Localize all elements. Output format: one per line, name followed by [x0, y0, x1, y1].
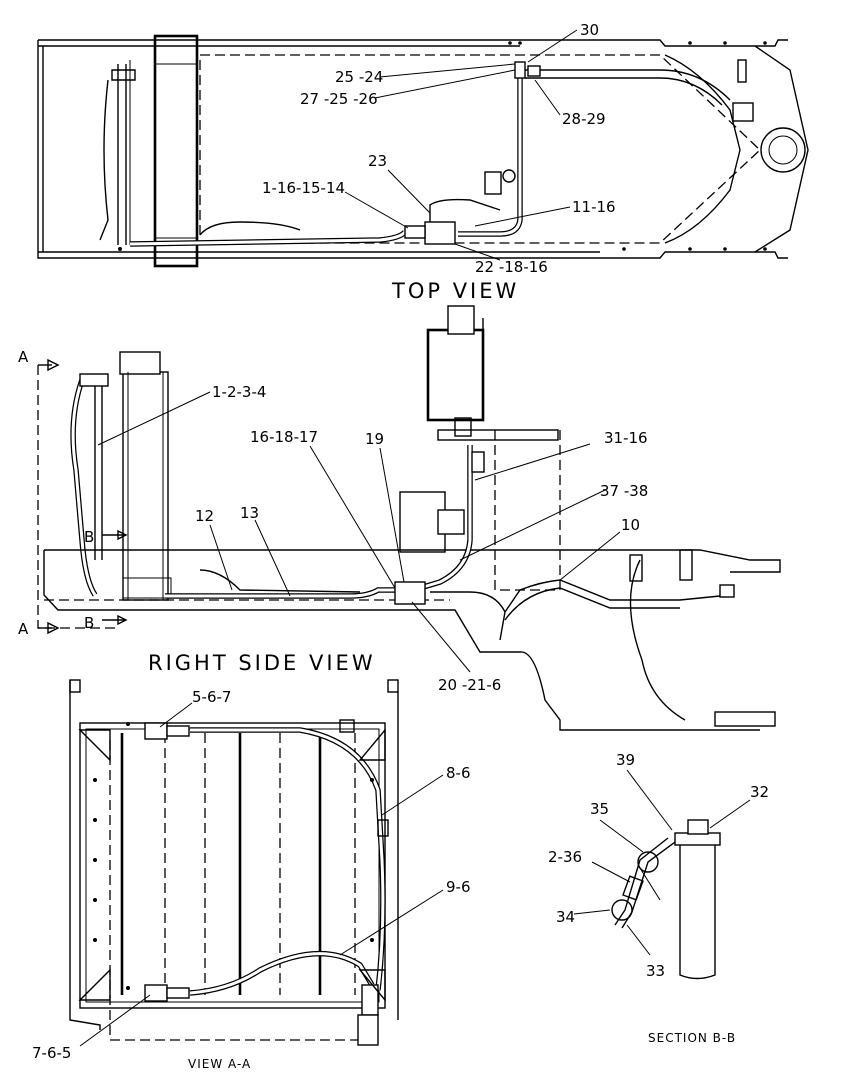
callout-right-side: 13: [240, 504, 259, 522]
callout-top: 30: [580, 21, 599, 39]
callout-section-bb: 32: [750, 783, 769, 801]
right-side-view-drawing: [37, 305, 781, 731]
labels: TOP VIEW RIGHT SIDE VIEW VIEW A-A SECTIO…: [18, 21, 769, 1071]
callout-view-aa: 7-6-5: [32, 1044, 71, 1062]
callout-section-bb: 2-36: [548, 848, 582, 866]
top-view-title: TOP VIEW: [391, 279, 519, 303]
view-aa-drawing: [69, 679, 399, 1046]
callout-view-aa: 9-6: [446, 878, 471, 896]
callout-top: 1-16-15-14: [262, 179, 345, 197]
section-bb-title: SECTION B-B: [648, 1031, 736, 1045]
callout-top: 23: [368, 152, 387, 170]
callout-right-side: 37 -38: [600, 482, 648, 500]
callout-right-side: 20 -21-6: [438, 676, 501, 694]
right-side-leaders: [97, 391, 621, 673]
callout-right-side: 1-2-3-4: [212, 383, 266, 401]
section-marker-b-bottom: B: [84, 614, 94, 632]
callout-section-bb: 34: [556, 908, 575, 926]
view-aa-leaders: [79, 702, 444, 1047]
callout-right-side: 10: [621, 516, 640, 534]
callout-section-bb: 39: [616, 751, 635, 769]
callout-top: 28-29: [562, 110, 606, 128]
callout-top: 11-16: [572, 198, 616, 216]
callout-right-side: 19: [365, 430, 384, 448]
callout-right-side: 31-16: [604, 429, 648, 447]
callout-top: 27 -25 -26: [300, 90, 378, 108]
callout-section-bb: 33: [646, 962, 665, 980]
top-view-leaders: [344, 29, 578, 261]
section-bb-drawing: [611, 819, 721, 980]
top-view-drawing: [37, 34, 809, 268]
right-side-view-title: RIGHT SIDE VIEW: [148, 651, 376, 675]
section-marker-a-top: A: [18, 348, 29, 366]
callout-view-aa: 5-6-7: [192, 688, 231, 706]
view-aa-title: VIEW A-A: [188, 1057, 251, 1071]
callout-right-side: 12: [195, 507, 214, 525]
section-marker-a-bottom: A: [18, 620, 29, 638]
section-bb-leaders: [573, 769, 751, 956]
callout-view-aa: 8-6: [446, 764, 471, 782]
callout-top: 25 -24: [335, 68, 383, 86]
callout-right-side: 16-18-17: [250, 428, 318, 446]
section-marker-b-top: B: [84, 528, 94, 546]
callout-section-bb: 35: [590, 800, 609, 818]
callout-top: 22 -18-16: [475, 258, 548, 276]
